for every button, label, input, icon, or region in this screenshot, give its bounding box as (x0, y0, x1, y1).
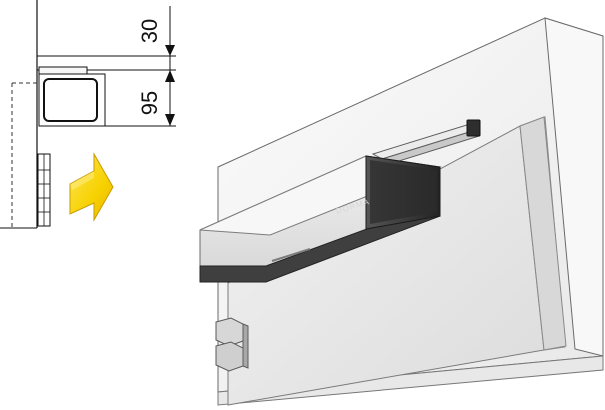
dimension-arrow-95-top-icon (165, 70, 175, 82)
dimension-label-top: 30 (137, 19, 162, 43)
insert-arrow-body (69, 152, 114, 222)
hinge-drawing (37, 153, 51, 227)
rail-end-cap (466, 119, 481, 137)
mounting-plate (38, 66, 88, 75)
hinge-bottom-knuckle (215, 341, 244, 372)
hinge-top-knuckle (215, 317, 244, 347)
door-hinge-3d (215, 317, 249, 372)
closer-end-cap-shade (370, 160, 437, 224)
closer-recess-line (271, 248, 311, 262)
hinge-side-plate (242, 323, 249, 369)
door-closer-3d: DORMA (199, 155, 442, 283)
dimension-arrow-95-bottom-icon (165, 114, 175, 126)
dimension-arrow-30-icon (165, 45, 175, 56)
door-side-edge (519, 116, 567, 351)
insert-arrow-highlight (70, 171, 94, 190)
frame-bottom-face (217, 355, 604, 406)
dimension-label-bottom: 95 (137, 91, 162, 115)
insert-arrow-icon (69, 152, 114, 222)
technical-elevation-drawing: 30 95 (0, 0, 176, 229)
slide-rail-3d (371, 119, 481, 167)
closer-end-cap-outline (43, 78, 98, 122)
